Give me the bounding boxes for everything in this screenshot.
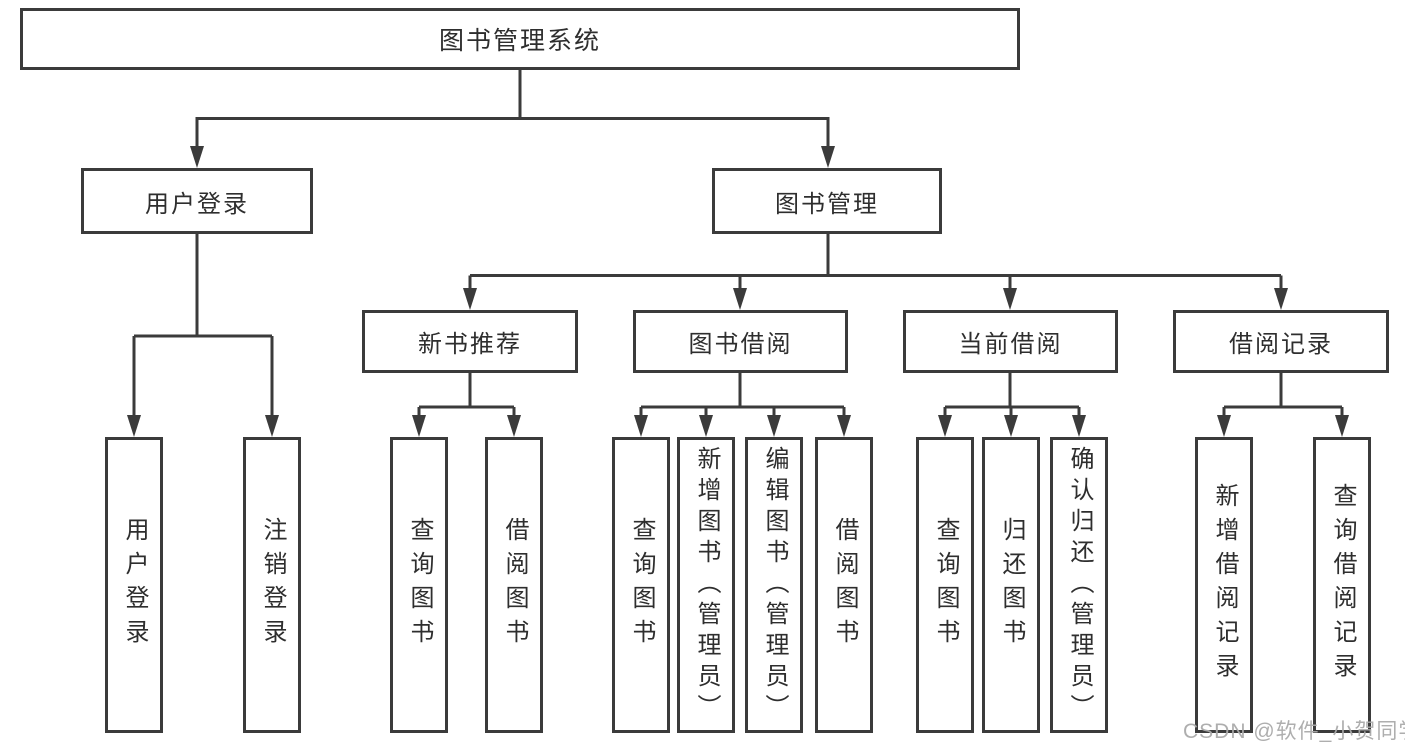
node-user-login: 用户登录 [81, 168, 313, 234]
arrowhead [938, 415, 952, 437]
connector-book-borrow [639, 373, 846, 416]
node-library-system: 图书管理系统 [20, 8, 1020, 70]
leaf-edit-books-admin: 编辑图书（管理员） [745, 437, 803, 733]
leaf-borrow-books-2-label: 借阅图书 [831, 517, 858, 653]
arrowhead [507, 415, 521, 437]
connector-borrow-records [1222, 373, 1344, 416]
leaf-add-books-admin-label: 新增图书（管理员） [693, 445, 720, 725]
arrowhead [733, 288, 747, 310]
arrowhead [190, 146, 204, 168]
leaf-borrow-books-1-label: 借阅图书 [501, 517, 528, 653]
node-current-borrow: 当前借阅 [903, 310, 1118, 373]
arrowhead [1274, 288, 1288, 310]
leaf-logout: 注销登录 [243, 437, 301, 733]
arrowhead [127, 415, 141, 437]
connector-user-login [132, 234, 274, 417]
connector-new-book-recommend [417, 373, 516, 416]
node-current-borrow-label: 当前借阅 [958, 331, 1063, 358]
node-new-book-recommend: 新书推荐 [362, 310, 578, 373]
leaf-return-books-label: 归还图书 [998, 517, 1025, 653]
leaf-logout-label: 注销登录 [259, 517, 286, 653]
leaf-edit-books-admin-label: 编辑图书（管理员） [761, 445, 788, 725]
node-user-login-label: 用户登录 [145, 190, 249, 218]
leaf-query-books-2-label: 查询图书 [628, 517, 655, 653]
leaf-confirm-return-admin-label: 确认归还（管理员） [1066, 445, 1093, 725]
leaf-return-books: 归还图书 [982, 437, 1040, 733]
connector-book-management [468, 234, 1283, 290]
leaf-confirm-return-admin: 确认归还（管理员） [1050, 437, 1108, 733]
leaf-query-books-3: 查询图书 [916, 437, 974, 733]
leaf-query-books-2: 查询图书 [612, 437, 670, 733]
arrowhead [1217, 415, 1231, 437]
leaf-query-books-1-label: 查询图书 [406, 517, 433, 653]
node-book-management: 图书管理 [712, 168, 942, 234]
node-borrow-records: 借阅记录 [1173, 310, 1389, 373]
node-new-book-recommend-label: 新书推荐 [418, 331, 522, 358]
node-library-system-label: 图书管理系统 [438, 27, 601, 55]
leaf-query-books-3-label: 查询图书 [932, 517, 959, 653]
connector-root-to-level2 [195, 70, 830, 148]
arrowhead [1072, 415, 1086, 437]
connector-current-borrow [943, 373, 1081, 416]
arrowhead [821, 146, 835, 168]
leaf-query-borrow-record-label: 查询借阅记录 [1329, 483, 1356, 687]
arrowhead [1003, 288, 1017, 310]
leaf-add-books-admin: 新增图书（管理员） [677, 437, 735, 733]
leaf-borrow-books-1: 借阅图书 [485, 437, 543, 733]
node-borrow-records-label: 借阅记录 [1229, 331, 1333, 358]
arrowhead [767, 415, 781, 437]
leaf-add-borrow-record-label: 新增借阅记录 [1211, 483, 1238, 687]
leaf-add-borrow-record: 新增借阅记录 [1195, 437, 1253, 733]
csdn-watermark: CSDN @软件_小贺同学 [1183, 720, 1405, 743]
leaf-user-login-label: 用户登录 [121, 517, 148, 653]
node-book-borrow: 图书借阅 [633, 310, 848, 373]
arrowhead [634, 415, 648, 437]
leaf-borrow-books-2: 借阅图书 [815, 437, 873, 733]
arrowhead [1335, 415, 1349, 437]
arrowhead [1004, 415, 1018, 437]
node-book-borrow-label: 图书借阅 [688, 331, 793, 358]
leaf-query-borrow-record: 查询借阅记录 [1313, 437, 1371, 733]
arrowhead [463, 288, 477, 310]
arrowhead [412, 415, 426, 437]
node-book-management-label: 图书管理 [775, 190, 879, 218]
leaf-user-login: 用户登录 [105, 437, 163, 733]
arrowhead [837, 415, 851, 437]
arrowhead [265, 415, 279, 437]
leaf-query-books-1: 查询图书 [390, 437, 448, 733]
arrowhead [699, 415, 713, 437]
